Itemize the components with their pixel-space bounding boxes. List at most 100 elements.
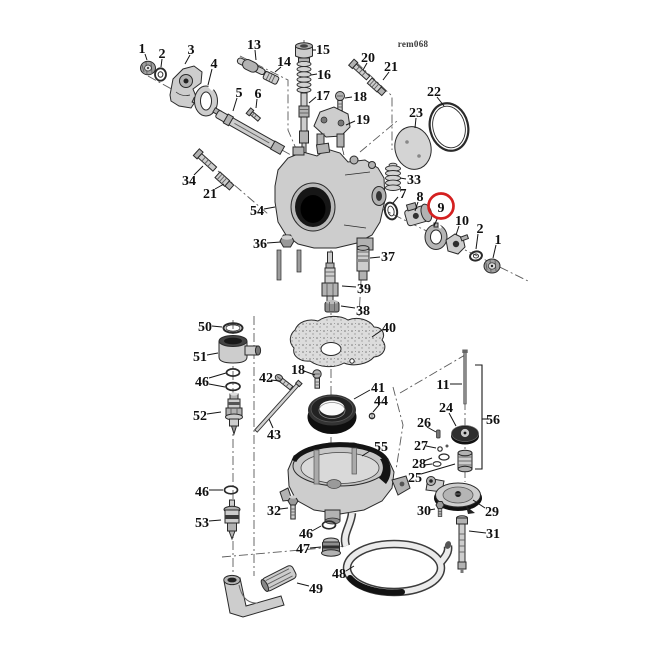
callout-27: 27 bbox=[414, 439, 437, 454]
part-number-label: 14 bbox=[277, 55, 291, 70]
part-number-label: 42 bbox=[259, 371, 273, 386]
part-number-label: 16 bbox=[317, 68, 331, 83]
part-number-label: 3 bbox=[188, 43, 195, 58]
part-53-drain-valve bbox=[223, 499, 241, 541]
leader-line bbox=[420, 463, 456, 475]
part-number-label: 2 bbox=[477, 222, 484, 237]
part-1-cap-right bbox=[483, 258, 501, 274]
leader-line bbox=[309, 546, 322, 549]
callout-56: 56 bbox=[484, 413, 500, 428]
part-32-screw bbox=[287, 495, 299, 520]
part-29-float-assembly bbox=[425, 476, 482, 514]
part-44-clip bbox=[368, 412, 376, 420]
part-6-screw bbox=[245, 107, 262, 122]
part-number-label: 44 bbox=[374, 394, 388, 409]
callout-46c: 46 bbox=[299, 525, 322, 542]
part-number-label: 5 bbox=[236, 86, 243, 101]
part-number-label: 56 bbox=[486, 413, 500, 428]
leader-line bbox=[423, 457, 433, 462]
part-10-lever-plate bbox=[445, 233, 470, 255]
part-19-top-bracket bbox=[313, 106, 351, 156]
leader-line bbox=[208, 519, 222, 522]
callout-36: 36 bbox=[253, 237, 282, 252]
part-47-nut bbox=[321, 537, 341, 557]
leader-line bbox=[369, 256, 381, 259]
part-21-spring-screw-left bbox=[214, 171, 235, 191]
part-number-label: 7 bbox=[400, 187, 407, 202]
part-21-spring-screw-right bbox=[366, 77, 387, 97]
leader-line bbox=[206, 411, 222, 415]
part-number-label: 43 bbox=[267, 428, 281, 443]
callout-41: 41 bbox=[353, 381, 385, 400]
leader-line bbox=[296, 582, 310, 587]
leader-line bbox=[211, 325, 223, 328]
leader-line bbox=[426, 426, 437, 433]
callout-20: 20 bbox=[361, 51, 375, 71]
callout-49: 49 bbox=[296, 582, 323, 597]
part-number-label: 6 bbox=[255, 87, 262, 102]
part-number-label: 17 bbox=[316, 89, 330, 104]
part-49-elbow-fittings bbox=[223, 565, 297, 618]
part-46-o-ring-mid bbox=[223, 485, 239, 495]
leader-line bbox=[475, 233, 479, 250]
callout-9: 9 bbox=[427, 192, 455, 227]
leader-line bbox=[207, 68, 213, 86]
leader-line bbox=[353, 389, 371, 400]
part-number-label: 21 bbox=[384, 60, 398, 75]
part-number-label: 27 bbox=[414, 439, 428, 454]
part-number-label: 46 bbox=[195, 375, 209, 390]
leader-line bbox=[492, 244, 497, 259]
part-number-label: 36 bbox=[253, 237, 267, 252]
part-42-screw bbox=[274, 373, 294, 391]
callout-2a: 2 bbox=[159, 47, 166, 68]
part-number-label: 23 bbox=[409, 106, 423, 121]
part-number-label: 41 bbox=[371, 381, 385, 396]
callout-2b: 2 bbox=[475, 222, 484, 250]
part-52-needle-valve-assembly bbox=[225, 392, 243, 436]
part-number-label: 46 bbox=[195, 485, 209, 500]
callout-15: 15 bbox=[312, 43, 330, 58]
leader-line bbox=[428, 508, 436, 511]
callout-17: 17 bbox=[308, 89, 330, 104]
callout-10: 10 bbox=[455, 214, 469, 236]
part-number-label: 49 bbox=[309, 582, 323, 597]
part-55-float-bowl bbox=[279, 442, 411, 525]
leader-line bbox=[279, 507, 289, 510]
callout-22: 22 bbox=[427, 85, 445, 107]
callout-3: 3 bbox=[184, 43, 195, 65]
part-number-label: 52 bbox=[193, 409, 207, 424]
part-39-needle-jet bbox=[321, 251, 339, 303]
part-number-label: 37 bbox=[381, 250, 395, 265]
leader-line bbox=[362, 62, 368, 71]
callout-53: 53 bbox=[195, 516, 222, 531]
callout-26: 26 bbox=[417, 416, 437, 433]
part-number-label: 18 bbox=[291, 363, 305, 378]
part-2-washer-right bbox=[469, 250, 483, 262]
part-41-ring bbox=[307, 394, 357, 434]
leader-line bbox=[392, 196, 399, 204]
part-number-label: 15 bbox=[316, 43, 330, 58]
leader-line bbox=[436, 96, 445, 107]
leader-line bbox=[208, 372, 227, 379]
part-number-label: 11 bbox=[436, 378, 449, 393]
leader-line bbox=[382, 71, 390, 81]
part-26-pin bbox=[436, 429, 441, 439]
leader-line bbox=[308, 96, 317, 104]
part-number-label: 54 bbox=[250, 204, 264, 219]
part-number-label: 1 bbox=[495, 233, 502, 248]
leader-line bbox=[372, 404, 380, 413]
part-34-screw bbox=[192, 148, 218, 172]
leader-line bbox=[193, 165, 204, 176]
callout-8: 8 bbox=[414, 190, 424, 212]
callout-51: 51 bbox=[193, 350, 219, 365]
callout-19: 19 bbox=[345, 113, 370, 128]
callout-31: 31 bbox=[468, 527, 500, 542]
callout-16: 16 bbox=[310, 68, 331, 83]
callout-32: 32 bbox=[267, 504, 289, 519]
part-number-label: 28 bbox=[412, 457, 426, 472]
callout-4: 4 bbox=[207, 57, 218, 86]
callout-39: 39 bbox=[341, 282, 371, 297]
part-number-label: 40 bbox=[382, 321, 396, 336]
leader-line bbox=[160, 58, 163, 68]
